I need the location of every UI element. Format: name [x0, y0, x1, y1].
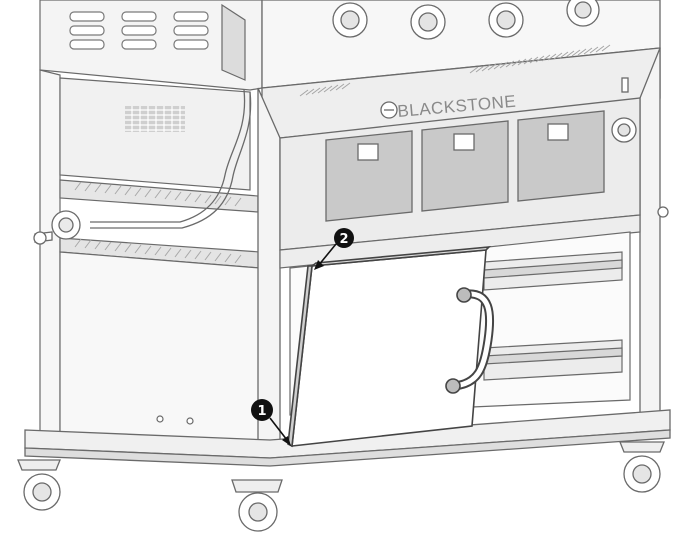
callout-1-badge	[251, 399, 273, 421]
burner-vent-1	[325, 130, 413, 222]
base-platform	[24, 409, 671, 467]
caster-center	[231, 479, 283, 532]
callout-1-label: 1	[257, 404, 266, 419]
gas-hose	[33, 89, 252, 245]
caster-left	[17, 459, 61, 511]
callout-2-arrow	[317, 243, 337, 267]
griddle-top-body	[261, 0, 661, 89]
burner-vent-3	[517, 110, 605, 202]
grease-tray-rail-ridges	[74, 181, 242, 207]
callout-1: 1	[251, 399, 291, 446]
panel-vent-ridges	[299, 44, 611, 97]
door-handle	[445, 287, 495, 394]
upper-left-cabinet	[39, 0, 263, 91]
side-vent-slots	[69, 11, 209, 50]
caster-wheels	[17, 441, 665, 532]
left-side-frame	[39, 69, 261, 441]
front-frame	[257, 47, 669, 446]
callout-2-badge	[334, 228, 354, 248]
cabinet-door	[287, 245, 495, 448]
drawer-slide-rails	[483, 251, 623, 381]
callout-1-arrow	[269, 417, 288, 441]
control-knobs	[332, 0, 600, 40]
burner-housing	[279, 97, 641, 251]
burner-vent-2	[421, 120, 509, 212]
caster-right	[619, 441, 665, 493]
callout-2-label: 2	[339, 232, 348, 247]
callout-2: 2	[314, 228, 354, 270]
